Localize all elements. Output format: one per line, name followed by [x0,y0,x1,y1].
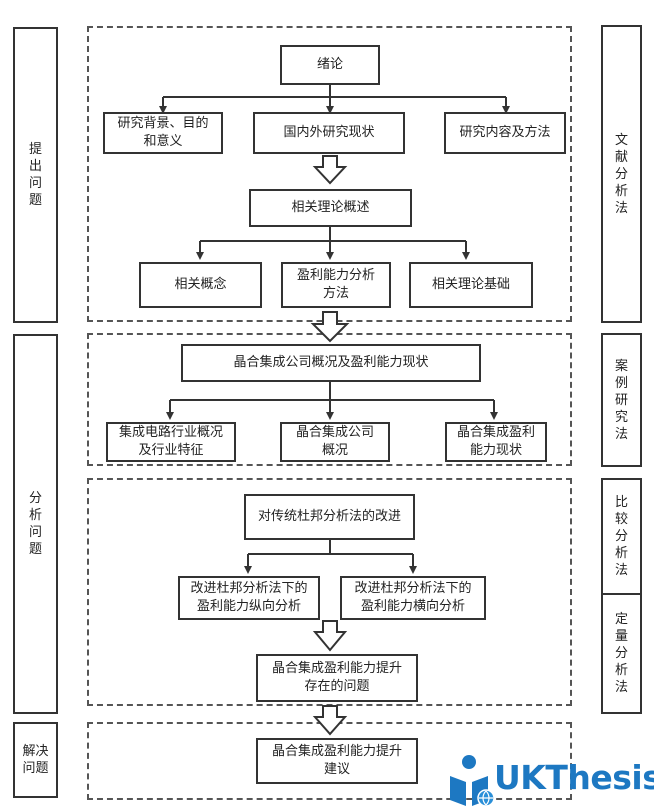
node-industry: 集成电路行业概况 及行业特征 [106,422,236,462]
node-research-status: 国内外研究现状 [253,112,405,154]
node-dupont-improve: 对传统杜邦分析法的改进 [244,494,415,540]
node-research-content: 研究内容及方法 [444,112,566,154]
method-case-study: 案例研究法 [601,333,642,467]
node-profit-methods: 盈利能力分析 方法 [281,262,391,308]
block-arrow-4 [312,705,348,736]
node-company-status: 晶合集成公司概况及盈利能力现状 [181,344,481,382]
phase-analyze-problem: 分析问题 [13,334,58,714]
node-concepts: 相关概念 [139,262,262,308]
phase-solve-problem: 解决问题 [13,722,58,798]
node-vertical-analysis: 改进杜邦分析法下的 盈利能力纵向分析 [178,576,320,620]
method-quantitative: 定量分析法 [601,593,642,714]
phase-raise-label: 提出问题 [28,142,42,208]
method-case-label: 案例研究法 [614,358,628,442]
node-theory-base: 相关理论基础 [409,262,533,308]
phase-raise-problem: 提出问题 [13,27,58,323]
node-intro: 绪论 [280,45,380,85]
phase-analyze-label: 分析问题 [28,491,42,557]
node-suggestions: 晶合集成盈利能力提升 建议 [256,738,418,784]
node-profit-status: 晶合集成盈利 能力现状 [445,422,547,462]
phase-solve-label: 解决问题 [22,744,49,776]
block-arrow-1 [312,155,348,185]
brand-logo-text: UKThesis [494,758,654,797]
reader-globe-icon [450,755,495,807]
method-literature-label: 文献分析法 [614,132,628,216]
node-horizontal-analysis: 改进杜邦分析法下的 盈利能力横向分析 [340,576,486,620]
node-company-profile: 晶合集成公司 概况 [280,422,390,462]
method-literature: 文献分析法 [601,25,642,323]
node-background: 研究背景、目的 和意义 [103,112,223,154]
block-arrow-2 [310,311,350,343]
node-theory-overview: 相关理论概述 [249,189,412,227]
node-problems: 晶合集成盈利能力提升 存在的问题 [256,654,418,702]
block-arrow-3 [312,620,348,652]
method-compare-label: 比较分析法 [614,495,628,578]
method-comparative: 比较分析法 [601,478,642,595]
method-quant-label: 定量分析法 [614,612,628,695]
